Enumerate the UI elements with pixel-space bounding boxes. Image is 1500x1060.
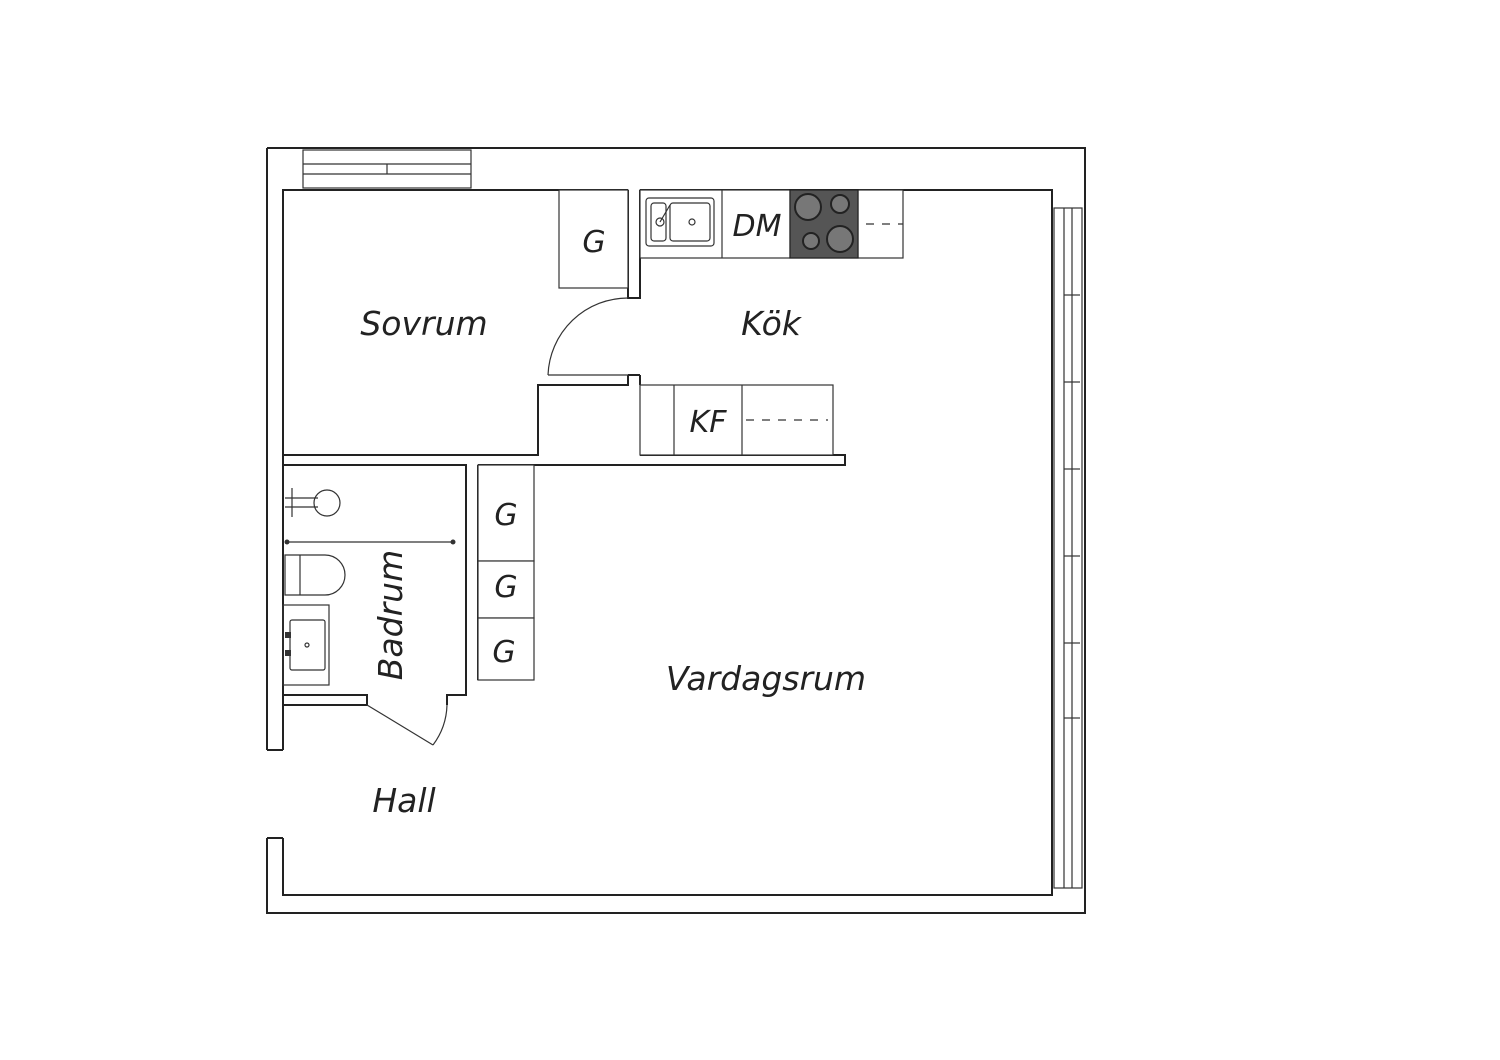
toilet-icon bbox=[284, 554, 346, 596]
room-label-hall: Hall bbox=[372, 781, 435, 820]
room-label-sovrum: Sovrum bbox=[360, 304, 487, 343]
bedroom-window bbox=[302, 149, 472, 189]
bedroom-closet bbox=[558, 189, 629, 289]
label-bedroom-closet: G bbox=[582, 225, 605, 260]
room-label-kok: Kök bbox=[741, 304, 803, 343]
fridge-counter bbox=[639, 384, 834, 456]
stove-icon bbox=[789, 189, 859, 259]
washbasin-icon bbox=[282, 604, 330, 686]
label-dishwasher: DM bbox=[733, 209, 782, 244]
sink-icon bbox=[645, 197, 715, 247]
room-label-vardagsrum: Vardagsrum bbox=[666, 659, 866, 698]
label-hall-closet-2: G bbox=[494, 570, 517, 605]
shower-icon bbox=[284, 488, 456, 545]
label-hall-closet-3: G bbox=[492, 635, 515, 670]
label-hall-closet-1: G bbox=[494, 498, 517, 533]
bedroom-door bbox=[547, 297, 629, 376]
hall-closets bbox=[477, 464, 535, 681]
living-room-window bbox=[1053, 207, 1083, 889]
label-fridge-freezer: KF bbox=[690, 405, 728, 440]
outer-walls bbox=[266, 147, 1086, 914]
room-label-badrum: Badrum bbox=[371, 550, 410, 680]
bathroom-door bbox=[366, 704, 448, 746]
